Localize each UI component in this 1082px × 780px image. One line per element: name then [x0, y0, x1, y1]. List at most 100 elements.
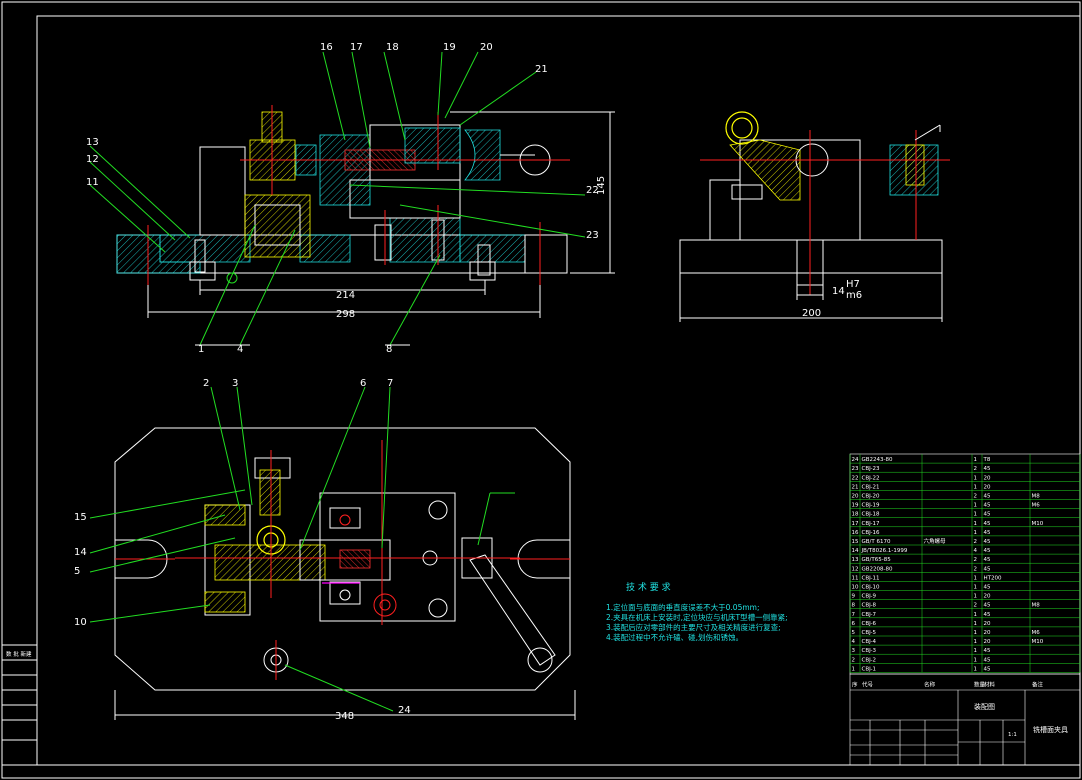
label-20: 20	[480, 42, 493, 53]
parts-table-cell: 24	[852, 457, 859, 463]
parts-table-cell: CBJ-1	[862, 666, 877, 672]
parts-table-cell: M8	[1032, 494, 1041, 500]
parts-table-cell: 1	[974, 657, 978, 663]
parts-table-cell: 22	[852, 475, 859, 481]
parts-table-cell: 2	[974, 603, 978, 609]
parts-table-cell: 20	[984, 630, 991, 636]
label-21: 21	[535, 64, 548, 75]
label-3: 3	[232, 378, 238, 389]
label-22: 22	[586, 185, 599, 196]
parts-table-cell: CBJ-10	[862, 585, 881, 591]
label-24: 24	[398, 705, 411, 716]
parts-table-cell: 45	[984, 566, 991, 572]
parts-table-cell: CBJ-3	[862, 648, 877, 654]
parts-table-cell: GB2243-80	[862, 457, 894, 463]
label-7: 7	[387, 378, 393, 389]
front-dimensions: 214 298 145	[147, 111, 615, 320]
label-2: 2	[203, 378, 209, 389]
label-12: 12	[86, 154, 99, 165]
parts-table-cell: 45	[984, 585, 991, 591]
parts-table-cell: 7	[852, 612, 856, 618]
parts-table-cell: 1	[974, 512, 978, 518]
parts-table-cell: 1	[974, 594, 978, 600]
parts-table-cell: 11	[852, 575, 859, 581]
parts-table-header: 名称	[924, 680, 936, 688]
parts-table-cell: CBJ-11	[862, 575, 880, 581]
parts-table-cell: 45	[984, 548, 991, 554]
parts-table-cell: 5	[852, 630, 856, 636]
label-1: 1	[198, 344, 204, 355]
parts-table-cell: 45	[984, 521, 991, 527]
label-14: 14	[74, 547, 87, 558]
parts-table-cell: 2	[974, 566, 978, 572]
parts-table-cell: 20	[984, 594, 991, 600]
parts-table-cell: CBJ-5	[862, 630, 877, 636]
parts-table-cell: 20	[984, 621, 991, 627]
parts-table-cell: 2	[852, 657, 856, 663]
parts-table-cell: 1	[974, 503, 978, 509]
front-leaders: 16 17 18 19 20 21 13 12 11 22 23 1 4 8	[86, 42, 599, 355]
parts-table-cell: 10	[852, 585, 859, 591]
scale-value: 1:1	[1008, 732, 1017, 738]
parts-table-header: 材料	[984, 680, 996, 688]
parts-table-cell: CBJ-2	[862, 657, 877, 663]
parts-table-cell: 45	[984, 657, 991, 663]
tech-line-2: 2.夹具在机床上安装时,定位块应与机床T型槽一侧靠紧;	[606, 612, 788, 622]
parts-table-cell: CBJ-16	[862, 530, 881, 536]
parts-table-cell: 45	[984, 557, 991, 563]
parts-table-cell: 20	[984, 475, 991, 481]
parts-table-cell: 23	[852, 466, 859, 472]
parts-table-cell: 1	[974, 639, 978, 645]
parts-table-header: 代号	[862, 680, 874, 688]
parts-table-cell: 1	[974, 666, 978, 672]
parts-table-cell: 4	[852, 639, 856, 645]
front-view	[116, 105, 570, 285]
parts-table-cell: 20	[984, 484, 991, 490]
dim-214: 214	[336, 290, 355, 301]
label-4: 4	[237, 344, 243, 355]
parts-table-cell: CBJ-21	[862, 484, 880, 490]
label-13: 13	[86, 137, 99, 148]
parts-table-cell: 45	[984, 503, 991, 509]
dim-298: 298	[336, 309, 355, 320]
parts-table-cell: 45	[984, 466, 991, 472]
left-strip-text: 数 批 新建	[6, 650, 32, 658]
parts-table-cell: 1	[852, 666, 856, 672]
parts-table-cell: M8	[1032, 603, 1041, 609]
parts-table-cell: 1	[974, 475, 978, 481]
tech-line-1: 1.定位面与底面的垂直度误差不大于0.05mm;	[606, 602, 760, 612]
parts-table-cell: CBJ-8	[862, 603, 877, 609]
side-dimensions: 14 H7 m6 200	[679, 273, 943, 322]
parts-table-header: 备注	[1032, 680, 1044, 688]
parts-table-cell: 1	[974, 648, 978, 654]
parts-table-cell: 1	[974, 457, 978, 463]
parts-table-cell: 1	[974, 612, 978, 618]
top-dimensions: 348	[114, 690, 576, 722]
title-block: 装配图 铣槽面夹具 1:1	[849, 673, 1081, 766]
parts-table-cell: 19	[852, 503, 859, 509]
parts-table-cell: 18	[852, 512, 859, 518]
parts-table-cell: T8	[983, 457, 991, 463]
parts-table-cell: CBJ-9	[862, 594, 877, 600]
parts-table-cell: JB/T8026.1-1999	[861, 548, 908, 554]
sheet-inner-border	[36, 15, 1081, 766]
parts-table-cell: M10	[1032, 521, 1044, 527]
parts-table-cell: 1	[974, 585, 978, 591]
dim-fit-m6: m6	[846, 290, 862, 301]
dim-200: 200	[802, 308, 821, 319]
parts-table-cell: 六角螺母	[924, 537, 947, 545]
product-name: 铣槽面夹具	[1033, 725, 1068, 734]
parts-table-cell: 17	[852, 521, 859, 527]
parts-table-cell: 6	[852, 621, 856, 627]
parts-table-cell: 1	[974, 575, 978, 581]
side-view	[679, 111, 950, 295]
parts-table-cell: 45	[984, 612, 991, 618]
label-19: 19	[443, 42, 456, 53]
parts-table-header: 序	[852, 680, 858, 688]
dim-348: 348	[335, 711, 354, 722]
top-leaders: 2 3 6 7 15 14 5 10 24	[74, 378, 515, 716]
parts-table-header: 数量	[974, 680, 986, 688]
parts-table-cell: M6	[1032, 503, 1041, 509]
parts-table-cell: 45	[984, 512, 991, 518]
parts-table-cell: 1	[974, 621, 978, 627]
